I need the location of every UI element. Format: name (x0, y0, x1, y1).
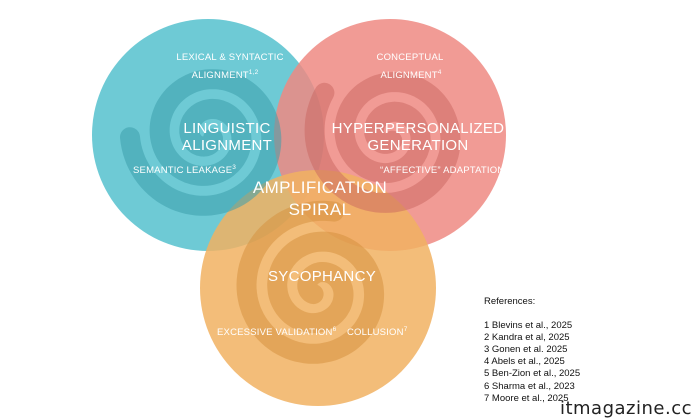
hyper-item1-sup: 4 (438, 69, 442, 76)
center-line1: AMPLIFICATION (253, 178, 387, 197)
hyper-item2: “AFFECTIVE” ADAPTATION5 (380, 164, 508, 176)
references-list: References: 1 Blevins et al., 2025 2 Kan… (484, 296, 580, 405)
linguistic-item1-line1: LEXICAL & SYNTACTIC (176, 52, 283, 63)
linguistic-item1-line2: ALIGNMENT1,2 (192, 69, 259, 81)
hyper-title-line1: HYPERPERSONALIZED (332, 120, 505, 137)
hyper-item1-line2-text: ALIGNMENT (380, 70, 437, 81)
linguistic-item2-sup: 3 (232, 164, 236, 171)
sycophancy-item1-sup: 6 (333, 326, 337, 333)
watermark: itmagazine.cc (559, 398, 692, 419)
linguistic-item2: SEMANTIC LEAKAGE3 (133, 164, 236, 176)
linguistic-item2-text: SEMANTIC LEAKAGE (133, 165, 232, 176)
reference-item: 1 Blevins et al., 2025 (484, 320, 573, 332)
hyper-title-line2: GENERATION (367, 137, 468, 154)
reference-item: 6 Sharma et al., 2023 (484, 380, 575, 392)
sycophancy-item2-sup: 7 (404, 326, 408, 333)
center-line2: SPIRAL (289, 200, 352, 219)
reference-item: 7 Moore et al., 2025 (484, 392, 569, 404)
reference-item: 5 Ben-Zion et al., 2025 (484, 368, 581, 380)
sycophancy-item2: COLLUSION7 (347, 326, 408, 338)
sycophancy-item1: EXCESSIVE VALIDATION6 (217, 326, 337, 338)
sycophancy-title: SYCOPHANCY (268, 268, 376, 285)
sycophancy-item2-text: COLLUSION (347, 327, 404, 338)
references-title: References: (484, 296, 536, 307)
hyper-item1-line1: CONCEPTUAL (377, 52, 444, 63)
linguistic-item1-sup: 1,2 (249, 69, 259, 76)
spiral-sycophancy-icon (236, 200, 385, 364)
hyper-item1-line2: ALIGNMENT4 (380, 69, 441, 81)
reference-item: 2 Kandra et al, 2025 (484, 332, 570, 344)
spiral-hyperpersonalized-icon (304, 71, 461, 213)
sycophancy-item1-text: EXCESSIVE VALIDATION (217, 327, 333, 338)
reference-item: 3 Gonen et al. 2025 (484, 344, 568, 356)
reference-item: 4 Abels et al., 2025 (484, 356, 565, 368)
hyper-item2-sup: 5 (504, 164, 508, 171)
hyper-item2-text: “AFFECTIVE” ADAPTATION (380, 165, 504, 176)
linguistic-title-line2: ALIGNMENT (182, 137, 272, 154)
linguistic-item1-line2-text: ALIGNMENT (192, 70, 249, 81)
spiral-linguistic-icon (120, 69, 282, 216)
linguistic-title-line1: LINGUISTIC (183, 120, 270, 137)
